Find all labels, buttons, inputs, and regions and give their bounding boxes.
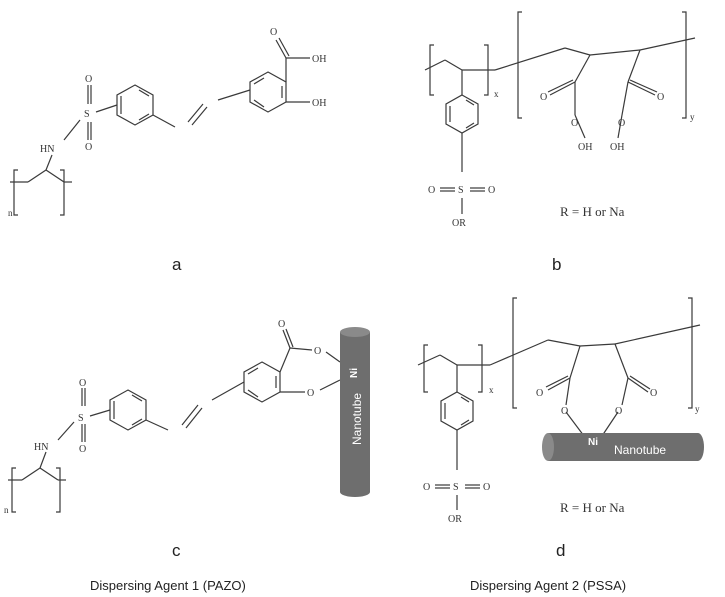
- panel-b-r-note: R = H or Na: [560, 204, 625, 219]
- panel-b-oxygen-label: O: [540, 92, 547, 103]
- panel-d-oxygen-label: O: [561, 406, 568, 417]
- panel-d-oxygen-label: O: [650, 388, 657, 399]
- panel-c-letter: c: [172, 541, 181, 560]
- panel-a-amine-label: HN: [40, 144, 54, 155]
- panel-d-y-subscript: y: [695, 404, 700, 414]
- panel-c-nanotube-label: Nanotube: [350, 393, 364, 445]
- panel-b-oxygen-label: O: [657, 92, 664, 103]
- panel-b-oxygen-label: O: [488, 185, 495, 196]
- panel-a-sulfur-label: S: [84, 109, 90, 120]
- panel-d-nanotube-label: Nanotube: [614, 443, 666, 457]
- panel-d-oxygen-label: O: [423, 482, 430, 493]
- panel-a-oxygen-label: O: [270, 27, 277, 38]
- panel-d-x-subscript: x: [489, 385, 494, 395]
- panel-c-oxygen-label: O: [79, 378, 86, 389]
- panel-c-oxygen-label: O: [307, 388, 314, 399]
- panel-c-nickel-label: Ni: [349, 368, 360, 378]
- panel-b-oxygen-label: O: [618, 118, 625, 129]
- panel-a-oxygen-label: O: [85, 74, 92, 85]
- panel-c-caption: Dispersing Agent 1 (PAZO): [90, 578, 246, 593]
- panel-a-hydroxyl-label: OH: [312, 98, 326, 109]
- panel-d-r-note: R = H or Na: [560, 500, 625, 515]
- panel-b-structure: x y O O OH O O OH S O O OR: [424, 11, 696, 229]
- panel-d-structure: x y O O O O S O O OR: [417, 297, 701, 525]
- panel-c-amine-label: HN: [34, 442, 48, 453]
- panel-b-sulfur-label: S: [458, 185, 464, 196]
- panel-c-nanotube: Ni Nanotube: [340, 327, 370, 497]
- panel-a-letter: a: [172, 255, 182, 274]
- panel-a-hydroxyl-label: OH: [312, 54, 326, 65]
- panel-d-caption: Dispersing Agent 2 (PSSA): [470, 578, 626, 593]
- panel-b-x-subscript: x: [494, 89, 499, 99]
- panel-a-oxygen-label: O: [85, 142, 92, 153]
- panel-b-ester-label: OR: [452, 218, 466, 229]
- panel-a-n-subscript: n: [8, 208, 13, 218]
- panel-b-hydroxyl-label: OH: [610, 142, 624, 153]
- panel-d-letter: d: [556, 541, 565, 560]
- panel-a-structure: S O O HN O OH OH n: [8, 27, 326, 218]
- panel-c-oxygen-label: O: [79, 444, 86, 455]
- panel-b-oxygen-label: O: [571, 118, 578, 129]
- panel-b-y-subscript: y: [690, 112, 695, 122]
- panel-c-sulfur-label: S: [78, 413, 84, 424]
- panel-d-oxygen-label: O: [483, 482, 490, 493]
- panel-d-oxygen-label: O: [536, 388, 543, 399]
- panel-d-ester-label: OR: [448, 514, 462, 525]
- panel-d-nickel-label: Ni: [588, 437, 598, 448]
- panel-b-letter: b: [552, 255, 561, 274]
- panel-b-hydroxyl-label: OH: [578, 142, 592, 153]
- panel-c-oxygen-label: O: [278, 319, 285, 330]
- panel-b-oxygen-label: O: [428, 185, 435, 196]
- panel-c-oxygen-label: O: [314, 346, 321, 357]
- panel-d-nanotube: Ni Nanotube: [542, 433, 704, 461]
- panel-d-sulfur-label: S: [453, 482, 459, 493]
- panel-c-n-subscript: n: [4, 505, 9, 515]
- panel-d-oxygen-label: O: [615, 406, 622, 417]
- panel-c-structure: S O O HN O O O n: [4, 319, 341, 515]
